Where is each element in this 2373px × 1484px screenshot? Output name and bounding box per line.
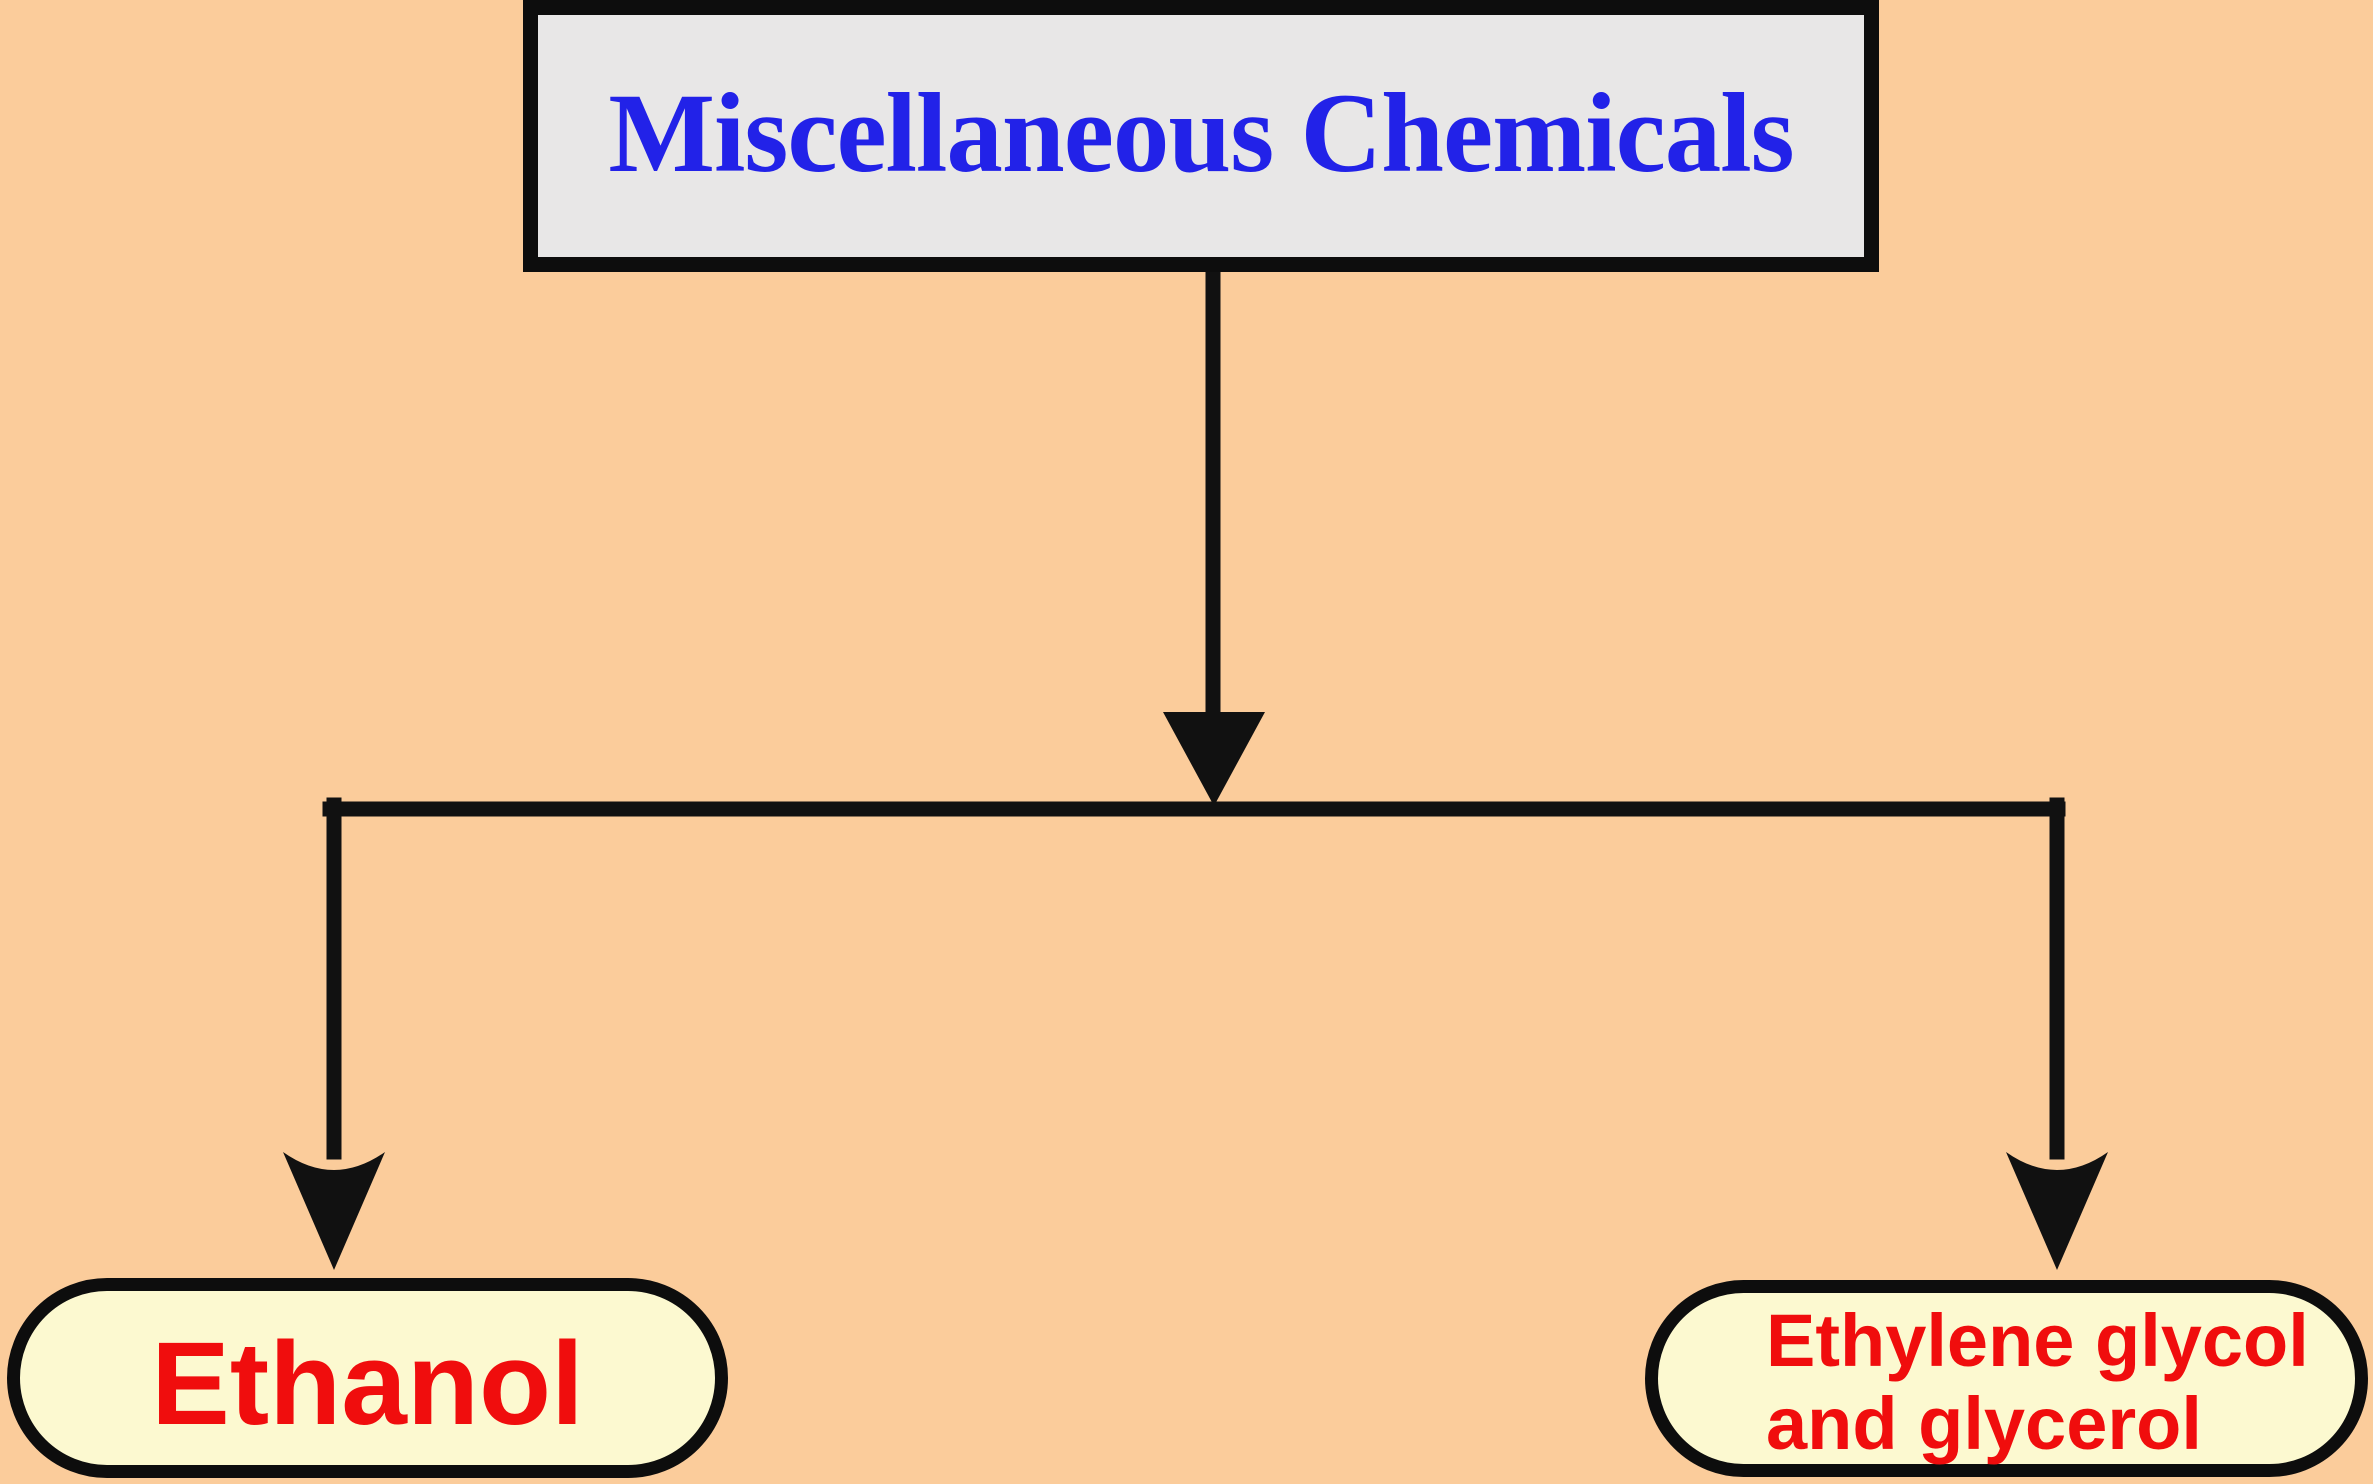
node-ethanol: Ethanol <box>7 1278 728 1478</box>
node-miscellaneous-chemicals-label: Miscellaneous Chemicals <box>608 71 1794 196</box>
arrowhead-left-icon <box>283 1152 385 1270</box>
node-ethylene-glycol-and-glycerol: Ethylene glycol and glycerol <box>1645 1280 2368 1477</box>
node-ethylene-glycol-and-glycerol-label: Ethylene glycol and glycerol <box>1766 1298 2309 1465</box>
arrowhead-center-icon <box>1163 712 1265 806</box>
arrowhead-right-icon <box>2006 1152 2108 1270</box>
node-miscellaneous-chemicals: Miscellaneous Chemicals <box>523 0 1879 272</box>
node-ethanol-label: Ethanol <box>151 1318 584 1450</box>
